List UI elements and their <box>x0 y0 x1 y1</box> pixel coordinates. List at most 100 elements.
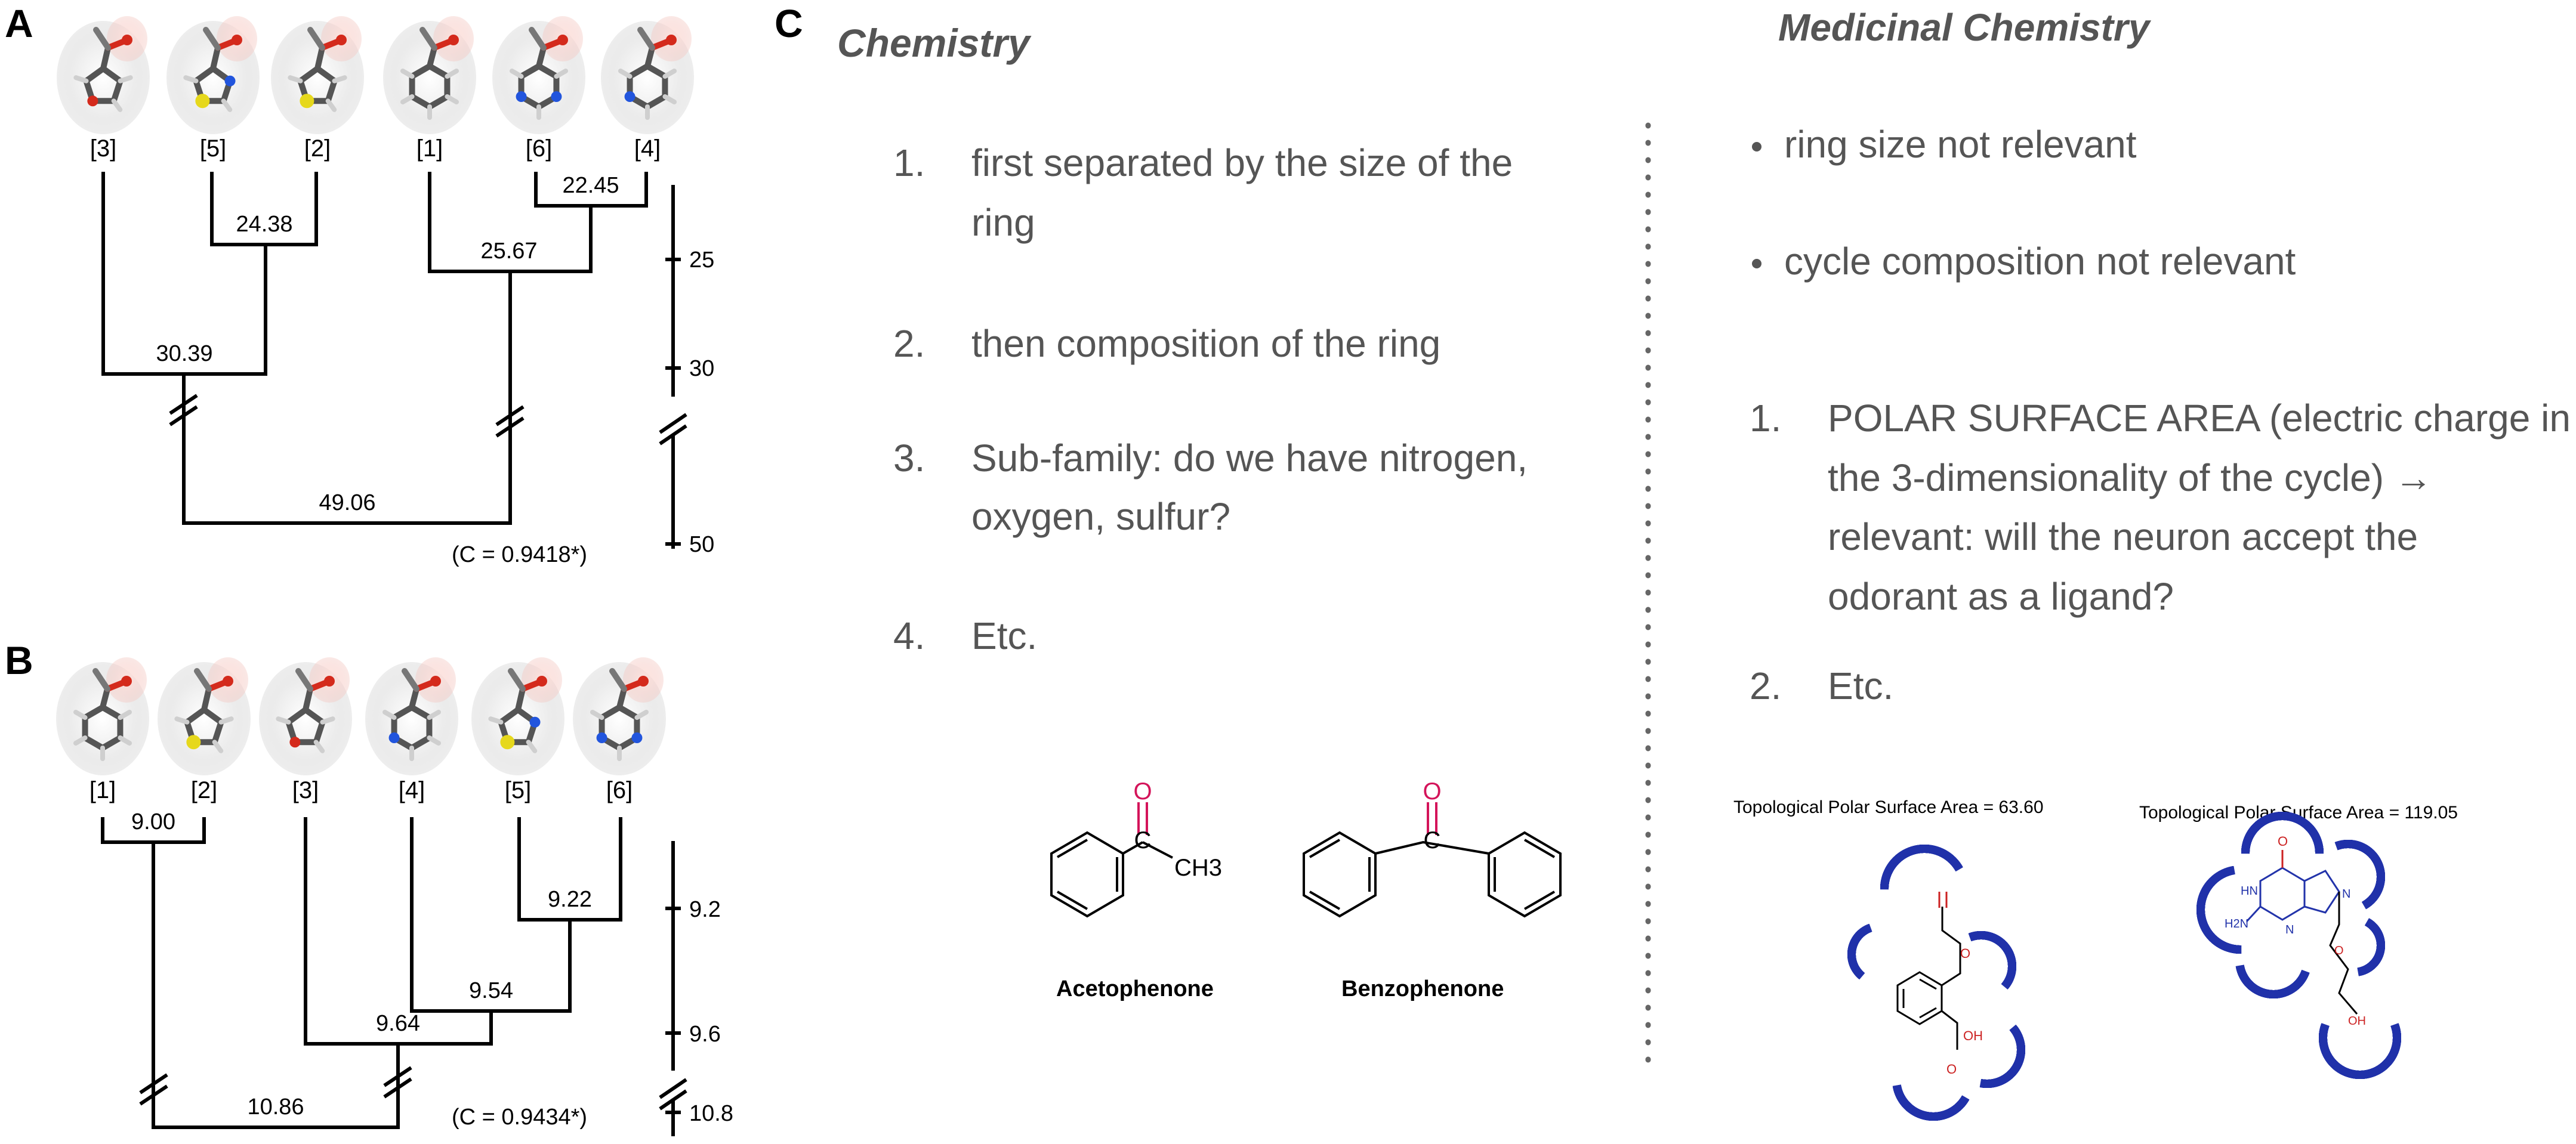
leaf-label: [5] <box>200 135 226 162</box>
list-item-line: the 3-dimensionality of the cycle) → <box>1828 456 2433 499</box>
leaf-label: [3] <box>292 777 319 803</box>
atom-c: C <box>1134 827 1152 854</box>
leaf-label: [2] <box>191 777 217 803</box>
scale-tick: 9.6 <box>689 1022 721 1047</box>
atom-o: O <box>1946 1062 1957 1077</box>
leaf-label: [4] <box>399 777 425 803</box>
tpsa-surface-arcs <box>2196 811 2402 1080</box>
list-number: 2. <box>1750 664 1781 707</box>
list-number: 4. <box>893 614 925 657</box>
leaf-label: [5] <box>505 777 531 803</box>
chemistry-list: 1. first separated by the size of the ri… <box>893 141 1528 657</box>
atom-group: CH3 <box>1174 855 1222 881</box>
list-item-line: then composition of the ring <box>971 322 1440 365</box>
atom-oh: OH <box>1963 1028 1983 1043</box>
merge-value: 24.38 <box>236 212 292 237</box>
merge-value: 10.86 <box>247 1094 304 1120</box>
molecule-model <box>365 657 458 775</box>
list-item-line: oxygen, sulfur? <box>971 495 1230 538</box>
list-item-line: first separated by the size of the <box>971 141 1513 184</box>
chemistry-title: Chemistry <box>837 21 1032 65</box>
merge-values-a: 24.38 22.45 25.67 30.39 49.06 <box>156 173 619 515</box>
cophenetic-b: (C = 0.9434*) <box>452 1105 587 1130</box>
acyclovir-tpsa-molecule: O HN H2N N N O OH <box>2196 811 2402 1080</box>
molecule-model <box>158 657 251 775</box>
bullet-item: cycle composition not relevant <box>1784 240 2296 283</box>
atom-o: O <box>1423 778 1441 805</box>
scale-ticks-a: 25 30 50 <box>689 248 714 557</box>
medicinal-list: ring size not relevant cycle composition… <box>1750 123 2571 707</box>
merge-value: 9.64 <box>376 1011 420 1036</box>
merge-value: 9.00 <box>131 809 175 834</box>
scale-tick: 50 <box>689 532 714 557</box>
benzophenone-structure: O C Benzophenone <box>1303 778 1562 1001</box>
scale-ticks-b: 9.2 9.6 10.8 <box>689 897 733 1126</box>
dendrogram-a <box>101 172 687 549</box>
atom-o: O <box>1960 946 1970 961</box>
panel-label-a: A <box>5 1 33 45</box>
scale-tick: 25 <box>689 248 714 273</box>
atom-c: C <box>1424 827 1441 854</box>
bullet-dot <box>1752 259 1761 268</box>
list-item-line: Sub-family: do we have nitrogen, <box>971 437 1528 480</box>
medicinal-title: Medicinal Chemistry <box>1778 6 2152 49</box>
merge-value: 25.67 <box>480 239 537 264</box>
list-item-line: Etc. <box>1828 664 1893 707</box>
leaf-labels-a: [3] [5] [2] [1] [6] [4] <box>90 135 661 162</box>
merge-values-b: 9.00 9.22 9.54 9.64 10.86 <box>131 809 592 1120</box>
bullet-dot <box>1752 142 1761 151</box>
leaf-label: [2] <box>304 135 331 162</box>
scale-tick: 30 <box>689 356 714 381</box>
list-number: 2. <box>893 322 925 365</box>
molecule-model <box>166 16 260 134</box>
list-item-line: Etc. <box>971 614 1037 657</box>
molecule-model <box>471 657 564 775</box>
atom-o: O <box>1133 778 1152 805</box>
scale-tick: 10.8 <box>689 1101 733 1126</box>
list-number: 1. <box>893 141 925 184</box>
leaf-label: [6] <box>526 135 552 162</box>
acetophenone-structure: O C CH3 Acetophenone <box>1050 778 1222 1001</box>
surface-hatch <box>1979 1079 1983 1088</box>
surface-hatch <box>1955 865 1963 872</box>
molecule-model <box>57 16 150 134</box>
list-item-line: relevant: will the neuron accept the <box>1828 515 2418 558</box>
merge-value: 30.39 <box>156 341 212 366</box>
leaf-label: [4] <box>634 135 661 162</box>
scale-tick: 9.2 <box>689 897 721 922</box>
molecule-model <box>601 16 694 134</box>
panel-label-c: C <box>775 1 803 45</box>
molecule-model <box>259 657 352 775</box>
cophenetic-a: (C = 0.9418*) <box>452 542 587 567</box>
tpsa-label: Topological Polar Surface Area = 63.60 <box>1733 797 2044 817</box>
molecule-model <box>271 16 364 134</box>
aspirin-tpsa-molecule: O OH O <box>1847 844 2026 1121</box>
molecule-model <box>383 16 476 134</box>
merge-value: 9.54 <box>469 978 513 1003</box>
panel-label-b: B <box>5 638 33 682</box>
leaf-label: [1] <box>90 777 116 803</box>
merge-value: 49.06 <box>319 490 375 515</box>
leaf-label: [6] <box>606 777 633 803</box>
benzophenone-label: Benzophenone <box>1341 976 1504 1001</box>
molecule-model <box>492 16 585 134</box>
list-number: 3. <box>893 437 925 480</box>
tpsa-surface-arcs <box>1847 844 2026 1121</box>
surface-hatch <box>2001 982 2009 990</box>
list-item-line: odorant as a ligand? <box>1828 575 2174 618</box>
panel-a: A [3] [5] [2] [1] [6] [4] <box>5 1 714 567</box>
dendrogram-b <box>101 817 687 1136</box>
molecule-row-b <box>56 657 666 775</box>
molecule-model <box>56 657 149 775</box>
acetophenone-label: Acetophenone <box>1056 976 1214 1001</box>
merge-value: 9.22 <box>548 887 592 912</box>
list-number: 1. <box>1750 397 1781 440</box>
molecule-model <box>573 657 666 775</box>
panel-c: C Chemistry 1. first separated by the si… <box>775 1 2571 1121</box>
molecule-row-a <box>57 16 694 134</box>
list-item-line: POLAR SURFACE AREA (electric charge in <box>1828 397 2571 440</box>
leaf-label: [3] <box>90 135 116 162</box>
merge-value: 22.45 <box>562 173 619 198</box>
list-item-line: ring <box>971 201 1035 244</box>
